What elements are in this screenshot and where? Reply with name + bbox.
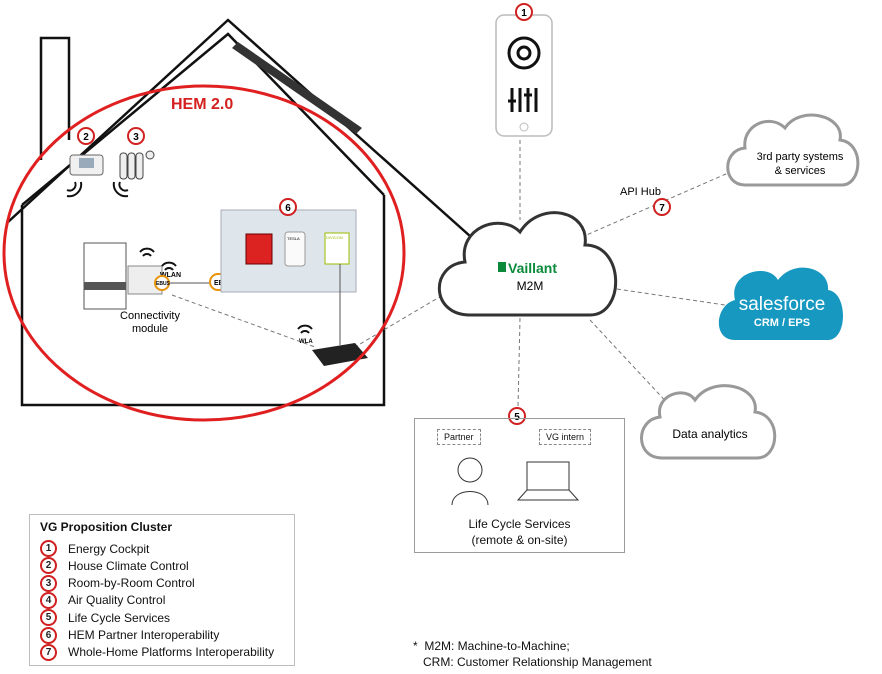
- legend-item-label: Whole-Home Platforms Interoperability: [68, 645, 275, 660]
- legend-item: 7 Whole-Home Platforms Interoperability: [40, 643, 275, 661]
- inverter-device: [245, 233, 273, 265]
- third-party-label: 3rd party systems& services: [757, 151, 844, 177]
- badge-thermostat-num: 2: [83, 132, 89, 143]
- router-device: [312, 343, 368, 366]
- router-label: WLA: [299, 339, 313, 345]
- api-hub-label: API Hub: [620, 186, 661, 198]
- legend-item-label: HEM Partner Interoperability: [68, 628, 220, 642]
- smartphone: [495, 14, 553, 137]
- third-party-cloud: [726, 113, 860, 187]
- salesforce-sublabel: CRM / EPS: [754, 317, 810, 329]
- legend-item: 3 Room-by-Room Control: [40, 574, 195, 592]
- footnote: * M2M: Machine-to-Machine; CRM: Customer…: [413, 639, 652, 669]
- ebus-small-icon: [154, 275, 170, 291]
- legend-item-label: House Climate Control: [68, 558, 189, 573]
- m2m-cloud: [437, 211, 618, 317]
- vaillant-logo-mark: [498, 262, 506, 272]
- badge-lcs: 5: [508, 407, 526, 425]
- legend-item: 1 Energy Cockpit: [40, 540, 149, 557]
- badge-thermostat: 2: [77, 127, 95, 145]
- phone-home-button: [519, 122, 529, 132]
- legend-badge: 5: [40, 609, 57, 627]
- salesforce-brand: salesforce: [739, 294, 826, 315]
- badge-phone-num: 1: [521, 8, 527, 19]
- wlan-label: WLAN: [160, 272, 181, 279]
- legend-badge: 7: [40, 643, 57, 661]
- salesforce-cloud: [718, 267, 843, 340]
- house-inner-roof: [21, 32, 385, 206]
- battery-device: [284, 231, 306, 267]
- analytics-label: Data analytics: [672, 427, 747, 441]
- ebus-small-label: EBUS: [156, 281, 171, 287]
- badge-radiator-num: 3: [133, 132, 139, 143]
- m2m-label: M2M: [517, 279, 544, 293]
- lcs-panel: Partner VG intern Life Cycle Services (r…: [414, 418, 625, 553]
- legend-item-label: Energy Cockpit: [68, 541, 150, 556]
- inverter-brand: TESLA: [287, 236, 300, 241]
- legend-item: 6 HEM Partner Interoperability: [40, 626, 220, 644]
- boiler-base: [84, 282, 126, 290]
- legend-item-label: Room-by-Room Control: [68, 576, 195, 591]
- hem-boundary: [2, 84, 406, 422]
- hem-title: HEM 2.0: [171, 96, 233, 113]
- lcs-subtitle: (remote & on-site): [471, 533, 568, 547]
- legend-title: VG Proposition Cluster: [40, 520, 173, 534]
- wifi-icon: [139, 247, 177, 271]
- sliders-icon: [508, 88, 538, 112]
- badge-lcs-num: 5: [514, 412, 520, 423]
- badge-radiator: 3: [127, 127, 145, 145]
- analytics-cloud: [640, 384, 777, 460]
- badge-partner: 6: [279, 198, 297, 216]
- partner-tag: Partner: [437, 429, 481, 445]
- badge-phone: 1: [515, 3, 533, 21]
- router-wifi-icon: [297, 324, 313, 334]
- legend-item: 2 House Climate Control: [40, 557, 189, 575]
- cockpit-app-icon-inner: [516, 45, 532, 61]
- legend-badge: 1: [40, 540, 57, 557]
- badge-api: 7: [653, 198, 671, 216]
- thermostat-screen: [79, 158, 94, 168]
- lcs-title: Life Cycle Services: [468, 517, 571, 531]
- legend-badge: 2: [40, 557, 57, 575]
- legend-badge: 6: [40, 626, 57, 644]
- legend-item: 4 Air Quality Control: [40, 591, 166, 609]
- divicon-device: [324, 232, 350, 265]
- vg-intern-tag: VG intern: [539, 429, 592, 445]
- legend-item-label: Air Quality Control: [68, 593, 166, 608]
- radiator-icon: [119, 150, 155, 180]
- laptop-icon: [516, 461, 580, 501]
- legend-item: 5 Life Cycle Services: [40, 609, 171, 627]
- badge-api-num: 7: [659, 203, 665, 214]
- legend-badge: 3: [40, 574, 57, 592]
- boiler-unit: [83, 242, 127, 310]
- legend-item-label: Life Cycle Services: [68, 610, 171, 625]
- vaillant-brand: Vaillant: [508, 260, 557, 276]
- divicon-brand: DIVICON: [326, 235, 343, 240]
- roof-solar-panel: [232, 42, 362, 134]
- badge-partner-num: 6: [285, 203, 291, 214]
- cockpit-app-icon: [507, 36, 541, 70]
- wireless-signal-icon: [66, 181, 129, 198]
- legend-badge: 4: [40, 591, 57, 609]
- technician-illustration: [451, 457, 489, 506]
